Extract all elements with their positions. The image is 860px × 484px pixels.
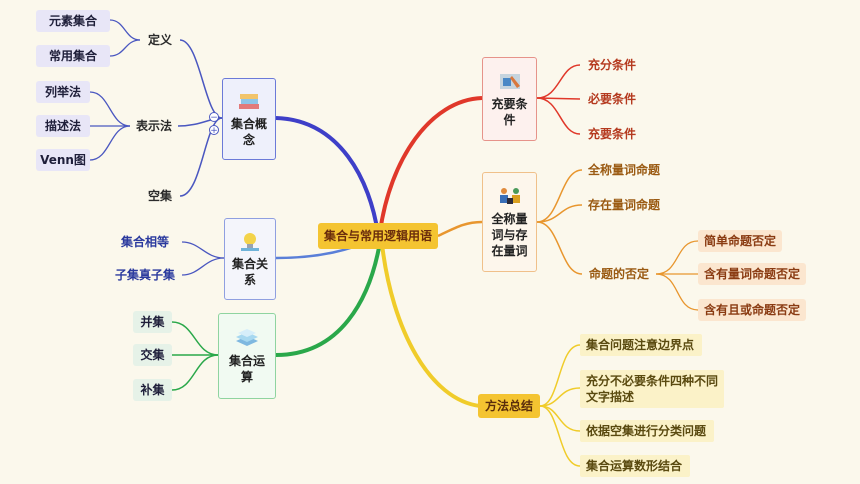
negation-items-line1 xyxy=(655,240,699,275)
operation-item[interactable]: 并集 xyxy=(133,311,172,333)
books-icon xyxy=(239,93,259,109)
concept-node[interactable]: 集合概念 xyxy=(222,78,276,160)
condition-item[interactable]: 充要条件 xyxy=(587,126,636,141)
method-item[interactable]: 充分不必要条件四种不同文字描述 xyxy=(580,370,724,408)
condition-label: 充要条件 xyxy=(491,96,528,127)
quant-items-line1 xyxy=(536,169,583,223)
negation-item[interactable]: 含有量词命题否定 xyxy=(698,263,806,285)
branch-quantifier-line xyxy=(437,220,483,238)
branch-concept-line xyxy=(275,116,380,235)
stack-icon xyxy=(236,328,258,346)
definition-item[interactable]: 元素集合 xyxy=(36,10,110,32)
operation-label: 集合运算 xyxy=(228,353,265,384)
definition-item[interactable]: 常用集合 xyxy=(36,45,110,67)
people-icon xyxy=(499,187,520,204)
method-item[interactable]: 集合问题注意边界点 xyxy=(580,334,702,356)
collapse-toggle[interactable]: − xyxy=(209,112,219,123)
condition-node[interactable]: 充要条件 xyxy=(482,57,537,141)
operation-item[interactable]: 补集 xyxy=(133,379,172,401)
quantifier-item[interactable]: 存在量词命题 xyxy=(587,197,660,212)
representation-item[interactable]: 列举法 xyxy=(36,81,90,103)
relation-items-line2 xyxy=(181,257,225,276)
quant-items-line2 xyxy=(536,204,583,223)
condition-item[interactable]: 充分条件 xyxy=(587,57,636,72)
method-item[interactable]: 依据空集进行分类问题 xyxy=(580,420,714,442)
method-items-line3 xyxy=(539,405,581,432)
relation-label: 集合关系 xyxy=(231,256,268,287)
operation-items-line1 xyxy=(171,321,219,356)
condition-items-line2 xyxy=(536,97,581,100)
relation-items-line1 xyxy=(181,241,225,259)
relation-item[interactable]: 集合相等 xyxy=(120,234,169,249)
operation-item[interactable]: 交集 xyxy=(133,344,172,366)
representation-node[interactable]: 表示法 xyxy=(135,118,172,133)
method-item[interactable]: 集合运算数形结合 xyxy=(580,455,690,477)
concept-label: 集合概念 xyxy=(230,116,267,147)
branch-method-line xyxy=(380,243,481,408)
representation-item[interactable]: 描述法 xyxy=(36,115,90,137)
negation-items-line3 xyxy=(655,273,699,311)
method-items-line1 xyxy=(539,344,581,407)
definition-items-line1 xyxy=(109,19,141,41)
bulb-icon xyxy=(241,232,259,251)
quantifier-label: 全称量词与存在量词 xyxy=(491,211,528,259)
empty-set-node[interactable]: 空集 xyxy=(147,188,172,203)
method-items-line2 xyxy=(539,387,581,407)
operation-node[interactable]: 集合运算 xyxy=(218,313,276,399)
quantifier-item[interactable]: 全称量词命题 xyxy=(587,162,660,177)
quantifier-node[interactable]: 全称量词与存在量词 xyxy=(482,172,537,272)
concept-definition-line xyxy=(179,39,223,119)
branch-condition-line xyxy=(378,96,483,233)
relation-node[interactable]: 集合关系 xyxy=(224,218,276,300)
representation-item[interactable]: Venn图 xyxy=(36,149,90,171)
condition-items-line3 xyxy=(536,97,581,135)
condition-item[interactable]: 必要条件 xyxy=(587,91,636,106)
central-topic[interactable]: 集合与常用逻辑用语 xyxy=(318,223,438,249)
condition-items-line1 xyxy=(536,64,581,99)
method-node[interactable]: 方法总结 xyxy=(478,394,540,418)
rep-items-line3 xyxy=(89,125,131,161)
method-items-line4 xyxy=(539,405,581,467)
negation-node[interactable]: 命题的否定 xyxy=(588,266,649,281)
definition-node[interactable]: 定义 xyxy=(147,32,172,47)
branch-operation-line xyxy=(275,241,382,357)
quant-items-line3 xyxy=(536,221,583,275)
negation-item[interactable]: 简单命题否定 xyxy=(698,230,782,252)
definition-items-line2 xyxy=(109,39,141,57)
expand-toggle[interactable]: + xyxy=(209,125,219,136)
rep-items-line1 xyxy=(89,91,131,127)
operation-items-line3 xyxy=(171,354,219,391)
relation-item[interactable]: 子集真子集 xyxy=(114,267,175,282)
toolbox-icon xyxy=(499,73,520,89)
negation-item[interactable]: 含有且或命题否定 xyxy=(698,299,806,321)
